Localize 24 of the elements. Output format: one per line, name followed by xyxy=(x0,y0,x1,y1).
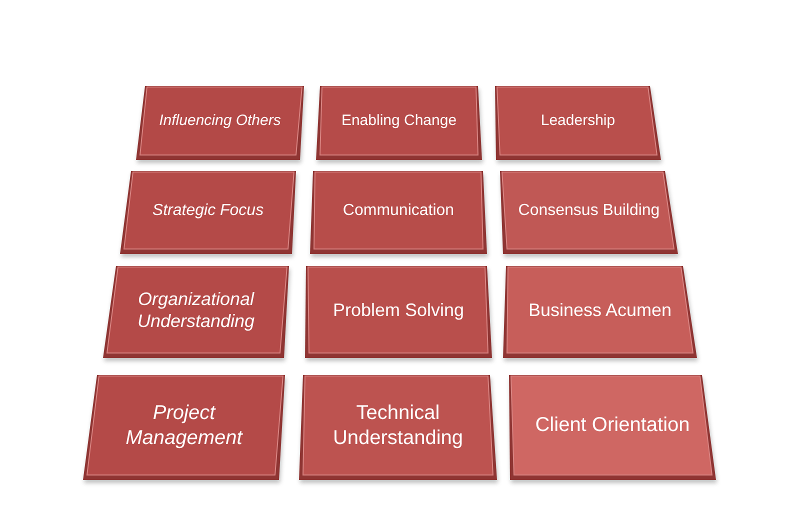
tile-label: Client Orientation xyxy=(534,413,691,438)
tile-label: Influencing Others xyxy=(158,112,282,130)
tile-label: Enabling Change xyxy=(340,112,458,130)
competency-tile xyxy=(310,171,487,254)
tile-label: Leadership xyxy=(540,112,616,130)
competency-tile xyxy=(509,375,716,480)
competency-tile xyxy=(83,375,285,480)
competency-tile xyxy=(299,375,497,480)
tile-label: Organizational Understanding xyxy=(136,288,256,332)
tile-label: Problem Solving xyxy=(332,298,466,322)
tile-label: Project Management xyxy=(124,400,244,450)
competency-tile xyxy=(316,86,482,160)
tile-label: Technical Understanding xyxy=(332,400,464,450)
tile-label: Strategic Focus xyxy=(151,200,265,220)
tile-label: Consensus Building xyxy=(517,200,661,220)
tile-label: Communication xyxy=(342,200,456,220)
competency-tile xyxy=(500,171,678,254)
competency-tile xyxy=(120,171,296,254)
competency-tile xyxy=(305,266,492,358)
competency-tile xyxy=(136,86,304,160)
tile-label: Business Acumen xyxy=(527,298,673,322)
competency-tile xyxy=(503,266,697,358)
competency-tile xyxy=(495,86,661,160)
competency-tile xyxy=(103,266,289,358)
